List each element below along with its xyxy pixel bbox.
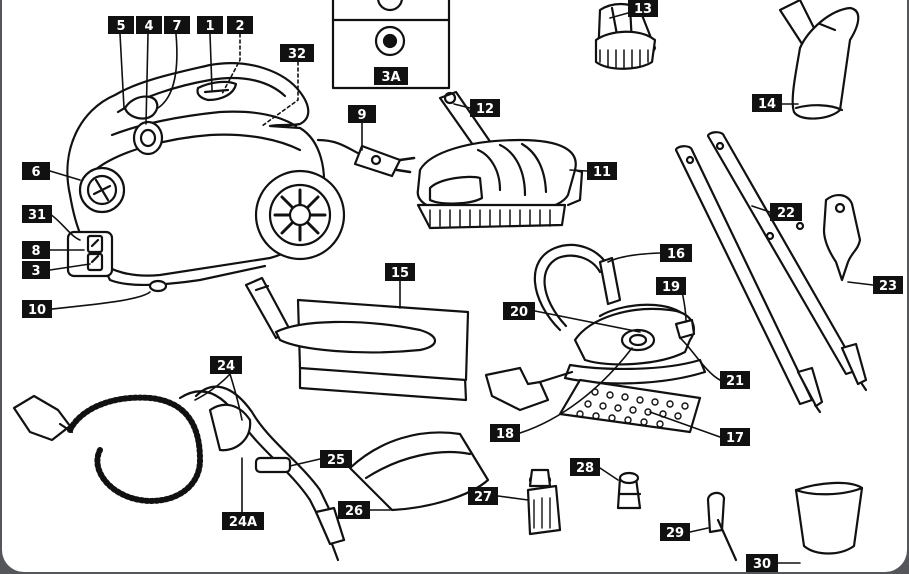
- hose-icon: [12, 385, 346, 562]
- label-32: 32: [280, 44, 314, 62]
- svg-text:12: 12: [476, 102, 494, 117]
- svg-text:3A: 3A: [381, 70, 400, 85]
- label-18: 18: [490, 424, 520, 442]
- label-26: 26: [338, 501, 370, 519]
- svg-text:27: 27: [474, 490, 492, 505]
- label-17: 17: [720, 428, 750, 446]
- label-10: 10: [22, 300, 52, 318]
- label-5: 5: [108, 16, 134, 34]
- cloth-icon: [348, 431, 490, 512]
- nozzle-icon: [778, 0, 860, 120]
- svg-text:6: 6: [31, 165, 40, 180]
- label-7: 7: [164, 16, 190, 34]
- floor-brush-icon: [416, 90, 584, 230]
- svg-text:25: 25: [327, 453, 345, 468]
- label-13: 13: [628, 0, 658, 17]
- triangle-brush-icon: [594, 2, 657, 70]
- svg-text:10: 10: [28, 303, 46, 318]
- svg-text:20: 20: [510, 305, 528, 320]
- label-6: 6: [22, 162, 50, 180]
- measuring-cup-icon: [794, 481, 864, 555]
- label-20: 20: [503, 302, 535, 320]
- svg-text:23: 23: [879, 279, 897, 294]
- extension-tube-icon: [674, 131, 868, 414]
- svg-text:4: 4: [144, 19, 153, 34]
- svg-text:9: 9: [357, 108, 366, 123]
- svg-text:15: 15: [391, 266, 409, 281]
- nozzle-29-icon: [706, 491, 738, 562]
- label-2: 2: [227, 16, 253, 34]
- svg-text:29: 29: [666, 526, 684, 541]
- label-12: 12: [470, 99, 500, 117]
- svg-text:22: 22: [777, 206, 795, 221]
- label-24a: 24A: [222, 512, 264, 530]
- label-9: 9: [348, 105, 376, 123]
- svg-text:7: 7: [172, 19, 181, 34]
- label-19: 19: [656, 277, 686, 295]
- svg-text:21: 21: [726, 374, 744, 389]
- window-tool-icon: [244, 276, 470, 402]
- small-brush-28-icon: [616, 471, 642, 510]
- nozzle-23-icon: [822, 194, 862, 282]
- svg-text:16: 16: [667, 247, 685, 262]
- svg-text:1: 1: [205, 19, 214, 34]
- svg-text:26: 26: [345, 504, 363, 519]
- label-22: 22: [770, 203, 802, 221]
- svg-text:28: 28: [576, 461, 594, 476]
- svg-text:31: 31: [28, 208, 46, 223]
- label-8: 8: [22, 241, 50, 259]
- steam-iron-icon: [484, 243, 707, 434]
- label-4: 4: [136, 16, 162, 34]
- small-brush-27-icon: [526, 468, 562, 536]
- steam-cleaner-body-icon: [66, 62, 364, 293]
- label-25: 25: [320, 450, 352, 468]
- label-29: 29: [660, 523, 690, 541]
- label-boxes: 5 4 7 1 2 32 3A 13 14 12 9 6 11 31 22 8 …: [22, 0, 903, 572]
- svg-text:30: 30: [753, 557, 771, 572]
- label-3a: 3A: [374, 67, 408, 85]
- label-27: 27: [468, 487, 498, 505]
- svg-text:2: 2: [235, 19, 244, 34]
- label-23: 23: [873, 276, 903, 294]
- label-14: 14: [752, 94, 782, 112]
- label-30: 30: [746, 554, 778, 572]
- svg-text:5: 5: [116, 19, 125, 34]
- label-11: 11: [587, 162, 617, 180]
- svg-text:8: 8: [31, 244, 40, 259]
- svg-text:24A: 24A: [229, 515, 257, 530]
- svg-text:19: 19: [662, 280, 680, 295]
- svg-text:17: 17: [726, 431, 744, 446]
- svg-text:32: 32: [288, 47, 306, 62]
- svg-text:14: 14: [758, 97, 776, 112]
- label-28: 28: [570, 458, 600, 476]
- label-3: 3: [22, 261, 50, 279]
- plug-icon: [353, 144, 416, 178]
- label-15: 15: [385, 263, 415, 281]
- label-1: 1: [197, 16, 223, 34]
- svg-text:3: 3: [31, 264, 40, 279]
- svg-text:18: 18: [496, 427, 514, 442]
- svg-text:11: 11: [593, 165, 611, 180]
- label-24: 24: [210, 356, 242, 374]
- svg-text:13: 13: [634, 2, 652, 17]
- svg-text:24: 24: [217, 359, 235, 374]
- label-31: 31: [22, 205, 52, 223]
- label-21: 21: [720, 371, 750, 389]
- label-16: 16: [660, 244, 692, 262]
